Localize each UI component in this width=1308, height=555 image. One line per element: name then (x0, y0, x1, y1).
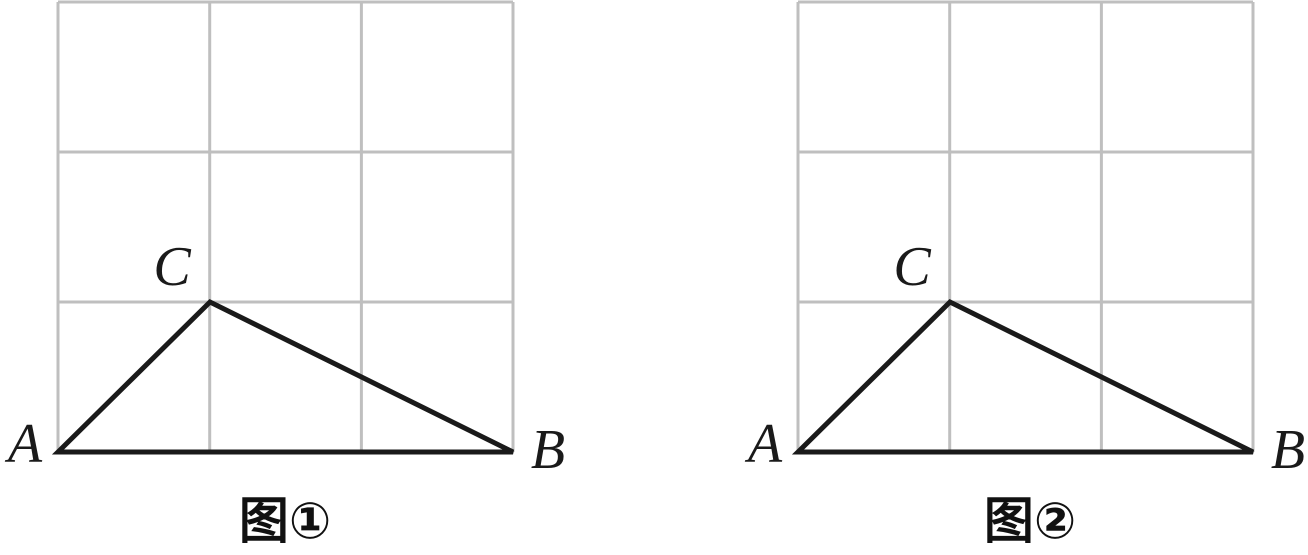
vertex-label-a: A (4, 413, 43, 475)
vertex-label-b: B (531, 419, 565, 481)
figure-2-caption: 图② (984, 492, 1076, 550)
figure-2: A C B 图② (744, 0, 1305, 550)
figure-1: A C B 图① (4, 0, 565, 550)
vertex-label-c: C (153, 236, 191, 298)
figure-2-grid (796, 0, 1255, 454)
vertex-label-c: C (893, 236, 931, 298)
triangle-abc (791, 298, 1255, 455)
figure-1-grid (56, 0, 515, 454)
figure-1-caption: 图① (239, 492, 331, 550)
vertex-label-b: B (1271, 419, 1305, 481)
vertex-label-a: A (744, 413, 783, 475)
triangle-abc (51, 298, 515, 455)
